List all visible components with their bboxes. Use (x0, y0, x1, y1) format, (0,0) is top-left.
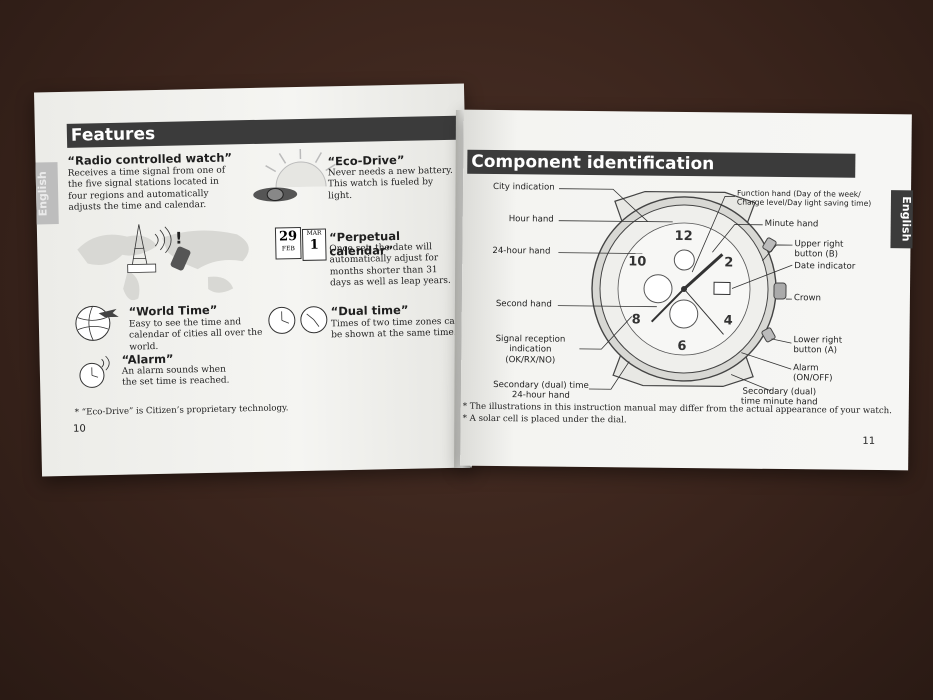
label-hour-hand: Hour hand (508, 214, 554, 225)
feature-title-dual: “Dual time” (330, 302, 409, 319)
left-footnote: * “Eco-Drive” is Citizen’s proprietary t… (74, 403, 289, 418)
features-heading: Features (66, 115, 464, 148)
watch-diagram: 12 2 4 6 8 10 (591, 190, 787, 387)
feature-title-world: “World Time” (128, 302, 218, 319)
left-page: English Features “Radio controlled watch… (34, 83, 472, 477)
svg-text:!: ! (175, 228, 183, 247)
feature-text-eco: Never needs a new battery. This watch is… (327, 165, 453, 201)
label-signal-reception: Signal reception indication (OK/RX/NO) (495, 334, 566, 366)
svg-text:6: 6 (677, 339, 686, 354)
svg-text:8: 8 (632, 312, 641, 327)
right-page: Component identification English 12 2 4 … (460, 109, 914, 471)
feature-text-radio: Receives a time signal from one of the f… (67, 165, 226, 213)
label-second-hand: Second hand (495, 299, 552, 310)
eco-watch-icon (253, 187, 298, 202)
leader-lines (557, 188, 793, 392)
label-secondary-24h: Secondary (dual) time 24-hour hand (493, 379, 589, 402)
label-lower-right-button: Lower right button (A) (793, 335, 843, 356)
left-page-number: 10 (72, 423, 86, 435)
radio-tower-icon: ! (127, 224, 191, 274)
label-date-indicator: Date indicator (794, 261, 856, 272)
svg-text:10: 10 (628, 254, 646, 269)
label-minute-hand: Minute hand (764, 218, 819, 230)
globe-plane-icon (75, 305, 119, 341)
label-crown: Crown (793, 293, 822, 304)
label-city-indication: City indication (493, 181, 555, 193)
alarm-clock-icon (79, 355, 110, 388)
feature-text-perpetual: Once set, the date will automatically ad… (329, 242, 451, 289)
label-function-hand: Function hand (Day of the week/ Charge l… (736, 188, 872, 209)
feature-text-world: Easy to see the time and calendar of cit… (128, 317, 263, 353)
dual-clock-icon (268, 306, 328, 334)
label-24-hour-hand: 24-hour hand (492, 245, 551, 257)
feature-text-dual: Times of two time zones can be shown at … (330, 316, 461, 341)
calendar-icon: 29 FEB MAR 1 (274, 226, 328, 261)
calendar-right-day: 1 (309, 237, 319, 253)
right-note-solar: * A solar cell is placed under the dial. (462, 413, 627, 426)
svg-text:12: 12 (674, 229, 692, 244)
label-upper-right-button: Upper right button (B) (794, 239, 844, 260)
calendar-left-month: FEB (281, 245, 295, 253)
feature-text-alarm: An alarm sounds when the set time is rea… (121, 364, 230, 389)
sun-icon (265, 148, 336, 188)
label-alarm: Alarm (ON/OFF) (793, 363, 833, 384)
right-page-number: 11 (862, 435, 876, 447)
svg-text:4: 4 (724, 313, 733, 328)
feature-title-alarm: “Alarm” (121, 351, 174, 367)
calendar-left-day: 29 (278, 229, 298, 245)
left-side-tab: English (35, 162, 59, 225)
svg-text:2: 2 (724, 255, 733, 270)
